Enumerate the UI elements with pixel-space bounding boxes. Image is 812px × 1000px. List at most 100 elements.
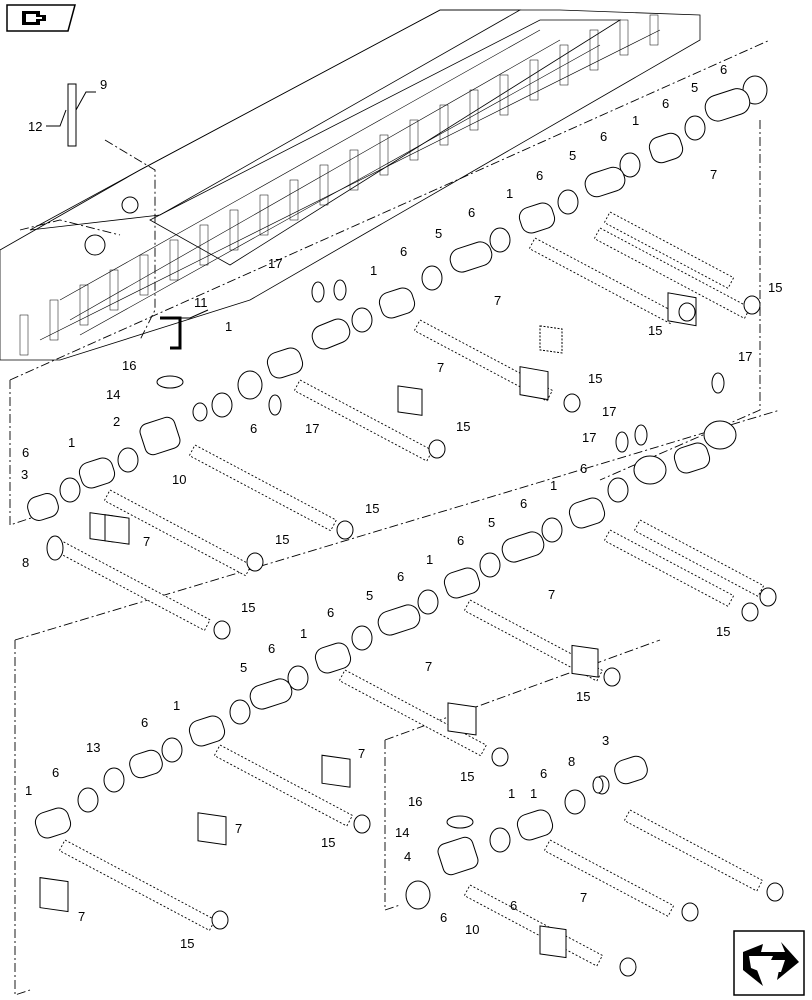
elbow-boot (311, 318, 351, 350)
callout-6: 6 (600, 129, 607, 144)
coupling-ring (619, 152, 641, 178)
callout-8: 8 (568, 754, 575, 769)
coupling-ring (229, 699, 251, 725)
o-ring (46, 535, 64, 561)
elbow-boot (703, 420, 737, 450)
callout-4: 4 (404, 849, 411, 864)
o-ring (333, 279, 347, 301)
coupling-ring (77, 787, 99, 813)
o-ring (592, 776, 604, 794)
callout-13: 13 (86, 740, 100, 755)
pipe-section (129, 749, 163, 779)
tee-fitting (518, 202, 556, 234)
callout-1: 1 (530, 786, 537, 801)
nozzle-caps (46, 83, 784, 977)
callout-6: 6 (141, 715, 148, 730)
elbow-boot (237, 370, 263, 400)
callout-14: 14 (106, 387, 120, 402)
callout-6: 6 (540, 766, 547, 781)
callout-7: 7 (143, 534, 150, 549)
callout-15: 15 (180, 936, 194, 951)
callout-7: 7 (235, 821, 242, 836)
nozzle-tubes (53, 211, 765, 967)
o-ring (634, 424, 648, 446)
callout-leaders (46, 91, 209, 319)
o-ring (615, 431, 629, 453)
callout-15: 15 (321, 835, 335, 850)
callout-5: 5 (488, 515, 495, 530)
callout-3: 3 (21, 467, 28, 482)
pipe-section (449, 241, 493, 273)
callout-1: 1 (173, 698, 180, 713)
callout-2: 2 (113, 414, 120, 429)
next-page-nav-button[interactable] (733, 930, 805, 996)
tee-fitting (673, 442, 711, 474)
coupling-ring (541, 517, 563, 543)
callout-7: 7 (425, 659, 432, 674)
callout-6: 6 (400, 244, 407, 259)
callout-5: 5 (240, 660, 247, 675)
pipe-assembly (27, 75, 768, 910)
callout-7: 7 (548, 587, 555, 602)
callout-16: 16 (122, 358, 136, 373)
callout-7: 7 (580, 890, 587, 905)
o-ring (311, 281, 325, 303)
cross-fitting (139, 416, 181, 456)
nozzle-screens (39, 292, 697, 959)
callout-15: 15 (716, 624, 730, 639)
callout-6: 6 (510, 898, 517, 913)
pipe-section (249, 678, 293, 710)
callout-5: 5 (691, 80, 698, 95)
callout-6: 6 (580, 461, 587, 476)
callout-labels: 9 12 11 6 5 6 1 7 6 5 6 1 6 5 6 1 17 7 1… (21, 62, 782, 951)
coupling-ring (489, 827, 511, 853)
callout-17: 17 (738, 349, 752, 364)
callout-10: 10 (172, 472, 186, 487)
callout-6: 6 (720, 62, 727, 77)
tee-fitting (34, 807, 72, 839)
pipe-section (377, 604, 421, 636)
callout-15: 15 (365, 501, 379, 516)
book-page-nav-button[interactable] (6, 4, 76, 32)
tee-fitting (266, 347, 304, 379)
callout-7: 7 (494, 293, 501, 308)
callout-6: 6 (327, 605, 334, 620)
coupling-ring (421, 265, 443, 291)
callout-6: 6 (457, 533, 464, 548)
callout-1: 1 (25, 783, 32, 798)
pipe-section (584, 166, 626, 198)
coupling-ring (417, 589, 439, 615)
callout-15: 15 (768, 280, 782, 295)
tee-fitting (78, 457, 116, 489)
callout-9: 9 (100, 77, 107, 92)
callout-1: 1 (370, 263, 377, 278)
callout-17: 17 (268, 256, 282, 271)
callout-17: 17 (305, 421, 319, 436)
coupling-ring (351, 307, 373, 333)
o-ring (268, 394, 282, 416)
cross-fitting (437, 836, 479, 876)
callout-1: 1 (506, 186, 513, 201)
callout-15: 15 (275, 532, 289, 547)
callout-1: 1 (632, 113, 639, 128)
callout-17: 17 (582, 430, 596, 445)
callout-1: 1 (508, 786, 515, 801)
end-cap (614, 755, 648, 785)
coupling-ring (351, 625, 373, 651)
coupling-ring (211, 392, 233, 418)
callout-6: 6 (520, 496, 527, 511)
gasket-ring (446, 815, 474, 829)
callout-16: 16 (408, 794, 422, 809)
tee-fitting (443, 567, 481, 599)
callout-6: 6 (468, 205, 475, 220)
callout-6: 6 (22, 445, 29, 460)
callout-6: 6 (536, 168, 543, 183)
callout-10: 10 (465, 922, 479, 937)
pipe-section (704, 88, 751, 122)
callout-7: 7 (78, 909, 85, 924)
next-page-arrow-icon (733, 930, 805, 996)
coupling-ring (405, 880, 431, 910)
tee-fitting (378, 287, 416, 319)
callout-6: 6 (52, 765, 59, 780)
